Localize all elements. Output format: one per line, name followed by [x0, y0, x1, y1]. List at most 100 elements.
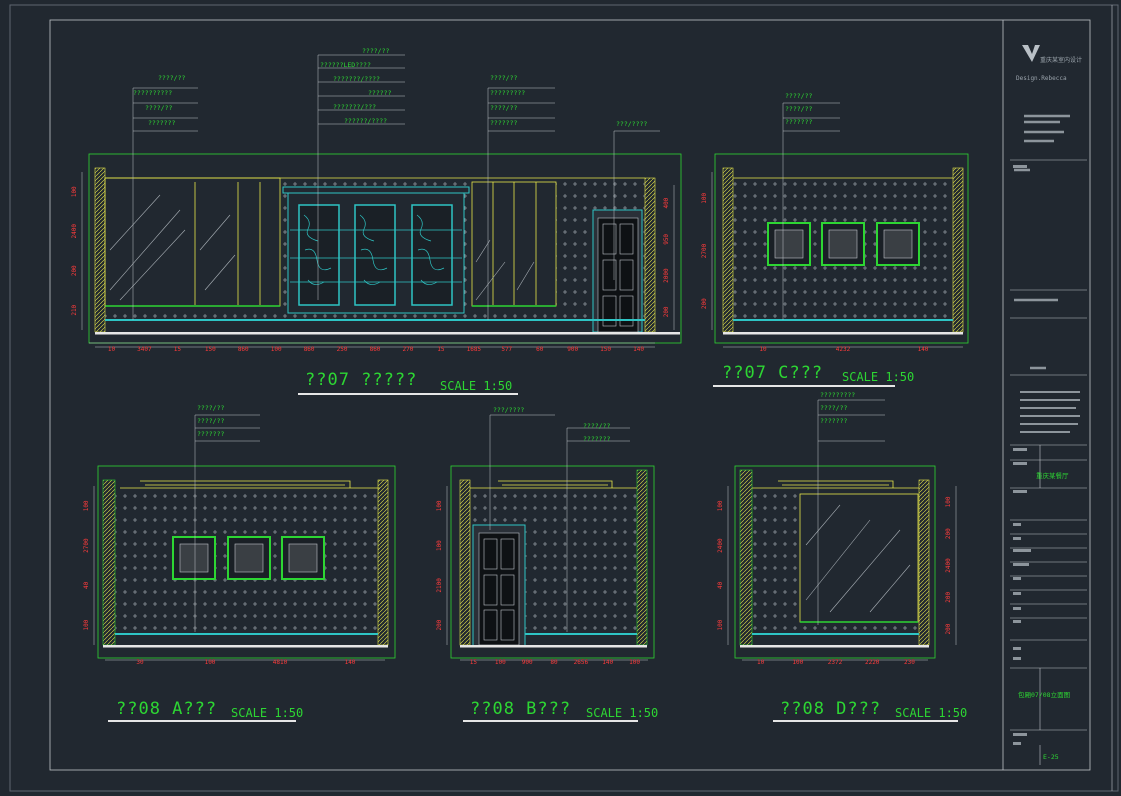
title-08a: ??08 A???: [116, 699, 217, 719]
sheet-number: E-25: [1043, 753, 1059, 761]
title-08b: ??08 B???: [470, 699, 571, 719]
svg-text:重庆某室内设计: 重庆某室内设计: [1040, 56, 1082, 64]
view-titles: ??07 ????? SCALE 1:50 ??07 C??? SCALE 1:…: [108, 363, 967, 722]
note-e07a_left-0: ????/??: [158, 74, 185, 82]
note-e08d-0: ?????????: [820, 391, 855, 399]
dim-e08d_bottom-4: 230: [904, 659, 915, 666]
callout-notes: ????/????????????????/?????????????/????…: [133, 47, 855, 443]
note-e07a_door-0: ???/????: [616, 120, 647, 128]
elevation-08d: [734, 465, 936, 659]
dim-e07a_right-3: 200: [663, 306, 670, 317]
note-e08b_left-0: ???/????: [493, 406, 524, 414]
dim-e08d_left-3: 100: [717, 619, 724, 630]
dim-e08a_bottom-0: 30: [136, 659, 144, 666]
title-08d: ??08 D???: [780, 699, 881, 719]
dim-e08b_bottom-1: 100: [495, 659, 506, 666]
dim-e07a_right-2: 2000: [663, 268, 670, 283]
dim-e07a_left-2: 200: [71, 265, 78, 276]
dim-e07a_left-3: 210: [71, 304, 78, 315]
dim-e07c_bottom-0: 10: [759, 346, 767, 353]
dim-e08b_bottom-6: 100: [629, 659, 640, 666]
dim-e07a_bottom-3: 150: [205, 346, 216, 353]
title-07c: ??07 C???: [722, 363, 823, 383]
dim-e08d_right-1: 200: [945, 528, 952, 539]
note-e07a_mid-5: ??????/????: [344, 117, 387, 125]
dim-e08b_bottom-4: 2656: [574, 659, 589, 666]
dim-e07a_bottom-8: 860: [370, 346, 381, 353]
dim-e07a_right-0: 400: [663, 197, 670, 208]
note-e07a_left-2: ????/??: [145, 104, 172, 112]
note-e08d-1: ????/??: [820, 404, 847, 412]
dim-e07a_bottom-14: 900: [567, 346, 578, 353]
note-e07a_right-3: ???????: [490, 119, 517, 127]
dim-e07a_bottom-16: 140: [633, 346, 644, 353]
dim-e07a_bottom-0: 10: [108, 346, 116, 353]
note-e07a_right-2: ????/??: [490, 104, 517, 112]
note-e07a_mid-2: ???????/????: [333, 75, 380, 83]
dim-e08d_right-2: 2400: [945, 558, 952, 573]
logo-icon: [1022, 45, 1040, 62]
dim-e08b_bottom-5: 140: [602, 659, 613, 666]
dim-e08a_bottom-3: 140: [345, 659, 356, 666]
drawing-frame: [49, 19, 1091, 771]
dim-e08a_bottom-2: 4810: [273, 659, 288, 666]
note-e08a-0: ????/??: [197, 404, 224, 412]
dim-e08a_left-1: 2700: [83, 538, 90, 553]
dim-e07c_left-1: 2700: [701, 243, 708, 258]
dim-e07a_bottom-10: 15: [437, 346, 445, 353]
dim-e07a_bottom-6: 860: [304, 346, 315, 353]
dim-e08a_left-3: 100: [83, 619, 90, 630]
dim-e07a_bottom-15: 150: [600, 346, 611, 353]
scale-08a: SCALE 1:50: [231, 706, 303, 720]
dim-e07a_bottom-12: 577: [501, 346, 512, 353]
dim-e08d_bottom-1: 100: [792, 659, 803, 666]
project-name: 重庆某餐厅: [1036, 471, 1069, 480]
dim-e07a_bottom-13: 60: [536, 346, 544, 353]
dim-e07a_bottom-2: 15: [174, 346, 182, 353]
dim-e08d_right-0: 100: [945, 496, 952, 507]
note-e07a_mid-1: ??????LED????: [320, 61, 371, 69]
dim-e08b_left-3: 200: [436, 619, 443, 630]
dim-e07a_bottom-11: 1685: [467, 346, 482, 353]
note-e07a_mid-0: ????/??: [362, 47, 389, 55]
scale-08b: SCALE 1:50: [586, 706, 658, 720]
note-e07a_right-0: ????/??: [490, 74, 517, 82]
dim-e07a_right-1: 950: [663, 234, 670, 245]
scale-07c: SCALE 1:50: [842, 370, 914, 384]
note-e08b_right-0: ????/??: [583, 422, 610, 430]
dim-e08a_left-0: 100: [83, 500, 90, 511]
dim-e08d_left-2: 40: [717, 581, 724, 589]
note-e07a_left-3: ???????: [148, 119, 175, 127]
dim-e08d_left-1: 2400: [717, 538, 724, 553]
dim-e08d_bottom-0: 10: [757, 659, 765, 666]
note-e07a_left-1: ??????????: [133, 89, 172, 97]
dim-e07a_bottom-9: 270: [403, 346, 414, 353]
dim-e07a_left-0: 100: [71, 186, 78, 197]
dim-e07a_bottom-1: 3407: [137, 346, 152, 353]
dim-e08d_bottom-2: 2372: [828, 659, 843, 666]
note-e08a-2: ???????: [197, 430, 224, 438]
dim-e07c_left-2: 200: [701, 298, 708, 309]
dim-e07a_bottom-4: 860: [238, 346, 249, 353]
dim-e07c_bottom-1: 4232: [836, 346, 851, 353]
elevation-08b: [450, 465, 655, 659]
note-e07c-1: ????/??: [785, 105, 812, 113]
elevation-08a: [97, 465, 396, 659]
dim-e08a_bottom-1: 100: [205, 659, 216, 666]
drawing-name: 包厢07/08立面图: [1018, 690, 1070, 699]
dim-e08b_bottom-3: 80: [550, 659, 558, 666]
note-e07a_mid-3: ??????: [368, 89, 392, 97]
scale-08d: SCALE 1:50: [895, 706, 967, 720]
dim-e08b_left-2: 2100: [436, 578, 443, 593]
dim-e08b_left-0: 100: [436, 500, 443, 511]
leader-lines: [132, 54, 885, 632]
dim-e08b_left-1: 100: [436, 540, 443, 551]
note-e07c-0: ????/??: [785, 92, 812, 100]
elevation-07a: [88, 153, 682, 344]
elevation-07c: [714, 153, 969, 344]
dim-e08d_bottom-3: 2220: [865, 659, 880, 666]
note-e07c-2: ???????: [785, 118, 812, 126]
dim-e07a_left-1: 2400: [71, 224, 78, 239]
